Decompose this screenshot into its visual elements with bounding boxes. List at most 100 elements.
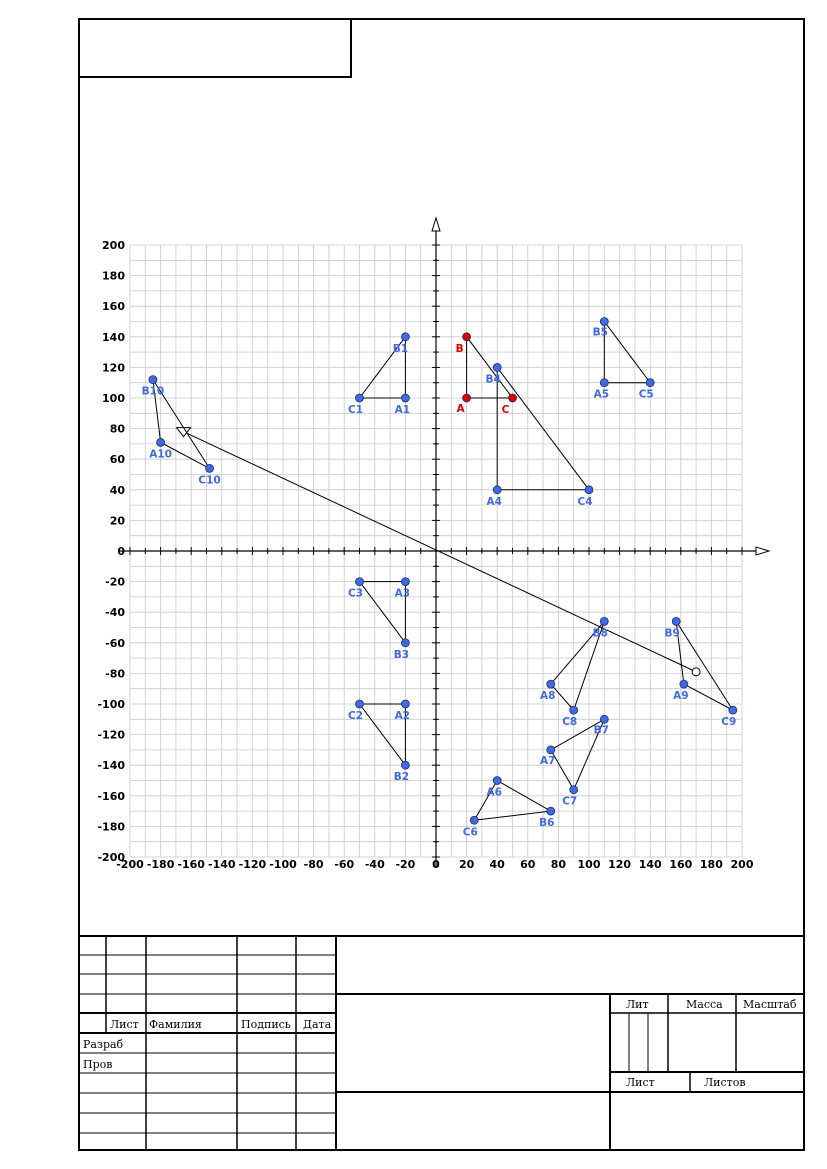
y-tick-label: 100 [102,392,125,405]
point-b3 [400,638,410,648]
x-tick-label: 100 [578,858,601,871]
y-tick-label: 20 [110,514,126,527]
point-b6 [546,806,556,816]
title-block-text: Лист Фамилия Подпись Дата Разраб Пров Ли… [83,998,797,1089]
point-c5 [645,378,655,388]
header-mass: Масса [686,998,723,1011]
col-header-signature: Подпись [241,1018,291,1031]
y-tick-label: 140 [102,331,125,344]
triangle-3 [358,581,406,645]
y-tick-label: 80 [110,423,126,436]
point-label: B8 [593,627,608,639]
x-tick-label: -20 [395,858,415,871]
triangles [152,320,735,821]
header-scale: Масштаб [743,998,797,1011]
point-a4 [492,485,502,495]
header-sheets: Листов [704,1076,746,1089]
x-tick-label: -140 [208,858,236,871]
point-a [462,393,472,403]
point-a1 [400,393,410,403]
y-tick-label: 160 [102,300,125,313]
x-tick-label: -200 [116,858,144,871]
point-label: C2 [348,710,363,722]
triangle-2 [358,703,406,767]
x-tick-label: -120 [239,858,267,871]
point-label: C3 [348,588,363,600]
title-block [78,935,805,1151]
axes [120,216,771,867]
point-c8 [569,705,579,715]
point-label: B10 [142,386,165,398]
x-tick-label: 120 [608,858,631,871]
point-label: A [457,403,466,415]
triangle-9 [675,621,735,712]
point-label: C8 [562,716,577,728]
point-label: A8 [540,690,555,702]
point-label: A4 [486,496,501,508]
row-label-developer: Разраб [83,1038,124,1051]
x-tick-label: -180 [147,858,175,871]
y-tick-label: -20 [105,576,125,589]
point-label: B3 [394,649,409,661]
y-tick-label: -200 [97,851,125,864]
y-tick-label: -60 [105,637,125,650]
point-c6 [469,815,479,825]
point-label: C6 [463,826,478,838]
point-label: A9 [673,690,688,702]
point-label: C5 [639,389,654,401]
y-tick-label: -80 [105,667,125,680]
point-label: B [456,343,464,355]
y-axis-arrow [431,216,441,232]
y-tick-label: -40 [105,606,125,619]
point-b7 [599,714,609,724]
header-lit: Лит [626,998,649,1011]
y-tick-label: -160 [97,790,125,803]
col-header-sheet: Лист [110,1018,139,1031]
triangle-4 [496,365,590,491]
x-tick-label: 160 [669,858,692,871]
point-c1 [355,393,364,403]
x-tick-label: -40 [365,858,385,871]
point-label: C9 [721,716,736,728]
point-label: A7 [540,755,555,767]
reflection-line [183,431,697,673]
point-b5 [599,317,609,326]
triangle-1 [358,335,406,399]
point-c10 [205,463,214,473]
point-a6 [492,776,502,785]
point-label: B4 [486,373,501,385]
top-title-box [78,18,352,78]
x-tick-label: -100 [269,858,297,871]
point-label: B6 [539,817,554,829]
y-tick-label: 40 [110,484,126,497]
point-c4 [584,485,594,495]
point-b4 [492,362,502,372]
header-sheet: Лист [626,1076,655,1089]
x-axis-arrow [755,546,771,556]
point-a7 [546,745,556,755]
point-a5 [599,378,609,388]
triangle-8 [550,621,605,712]
x-tick-label: 40 [490,858,506,871]
point-label: B5 [593,327,608,339]
y-tick-label: -100 [97,698,125,711]
point-b1 [400,332,410,342]
point-label: C7 [562,796,577,808]
point-a2 [400,699,410,709]
point-label: B9 [665,627,680,639]
point-label: C [502,404,510,416]
point-c [508,393,517,403]
triangle-7 [550,718,606,791]
x-tick-label: -160 [177,858,205,871]
x-tick-label: -80 [304,858,324,871]
point-label: C4 [577,496,592,508]
point-label: A1 [395,404,410,416]
point-b2 [400,760,410,770]
point-c3 [355,577,364,586]
point-label: C1 [348,404,363,416]
point-b [462,332,472,342]
point-label: A10 [149,448,172,460]
point-b10 [148,375,158,385]
row-label-checker: Пров [83,1058,112,1071]
